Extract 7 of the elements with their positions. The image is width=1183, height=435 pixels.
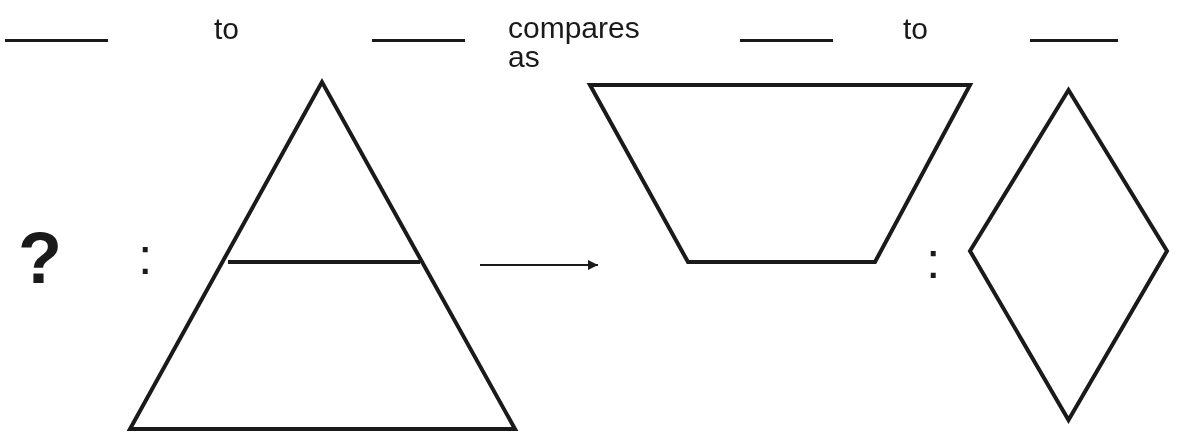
label-text: : [138, 230, 154, 282]
label-text: : [926, 234, 942, 286]
question-mark: ? [18, 222, 63, 294]
label-text: to [214, 14, 241, 44]
label-text: compares as [508, 14, 641, 71]
arrow [479, 260, 599, 270]
label-text: to [903, 14, 930, 44]
